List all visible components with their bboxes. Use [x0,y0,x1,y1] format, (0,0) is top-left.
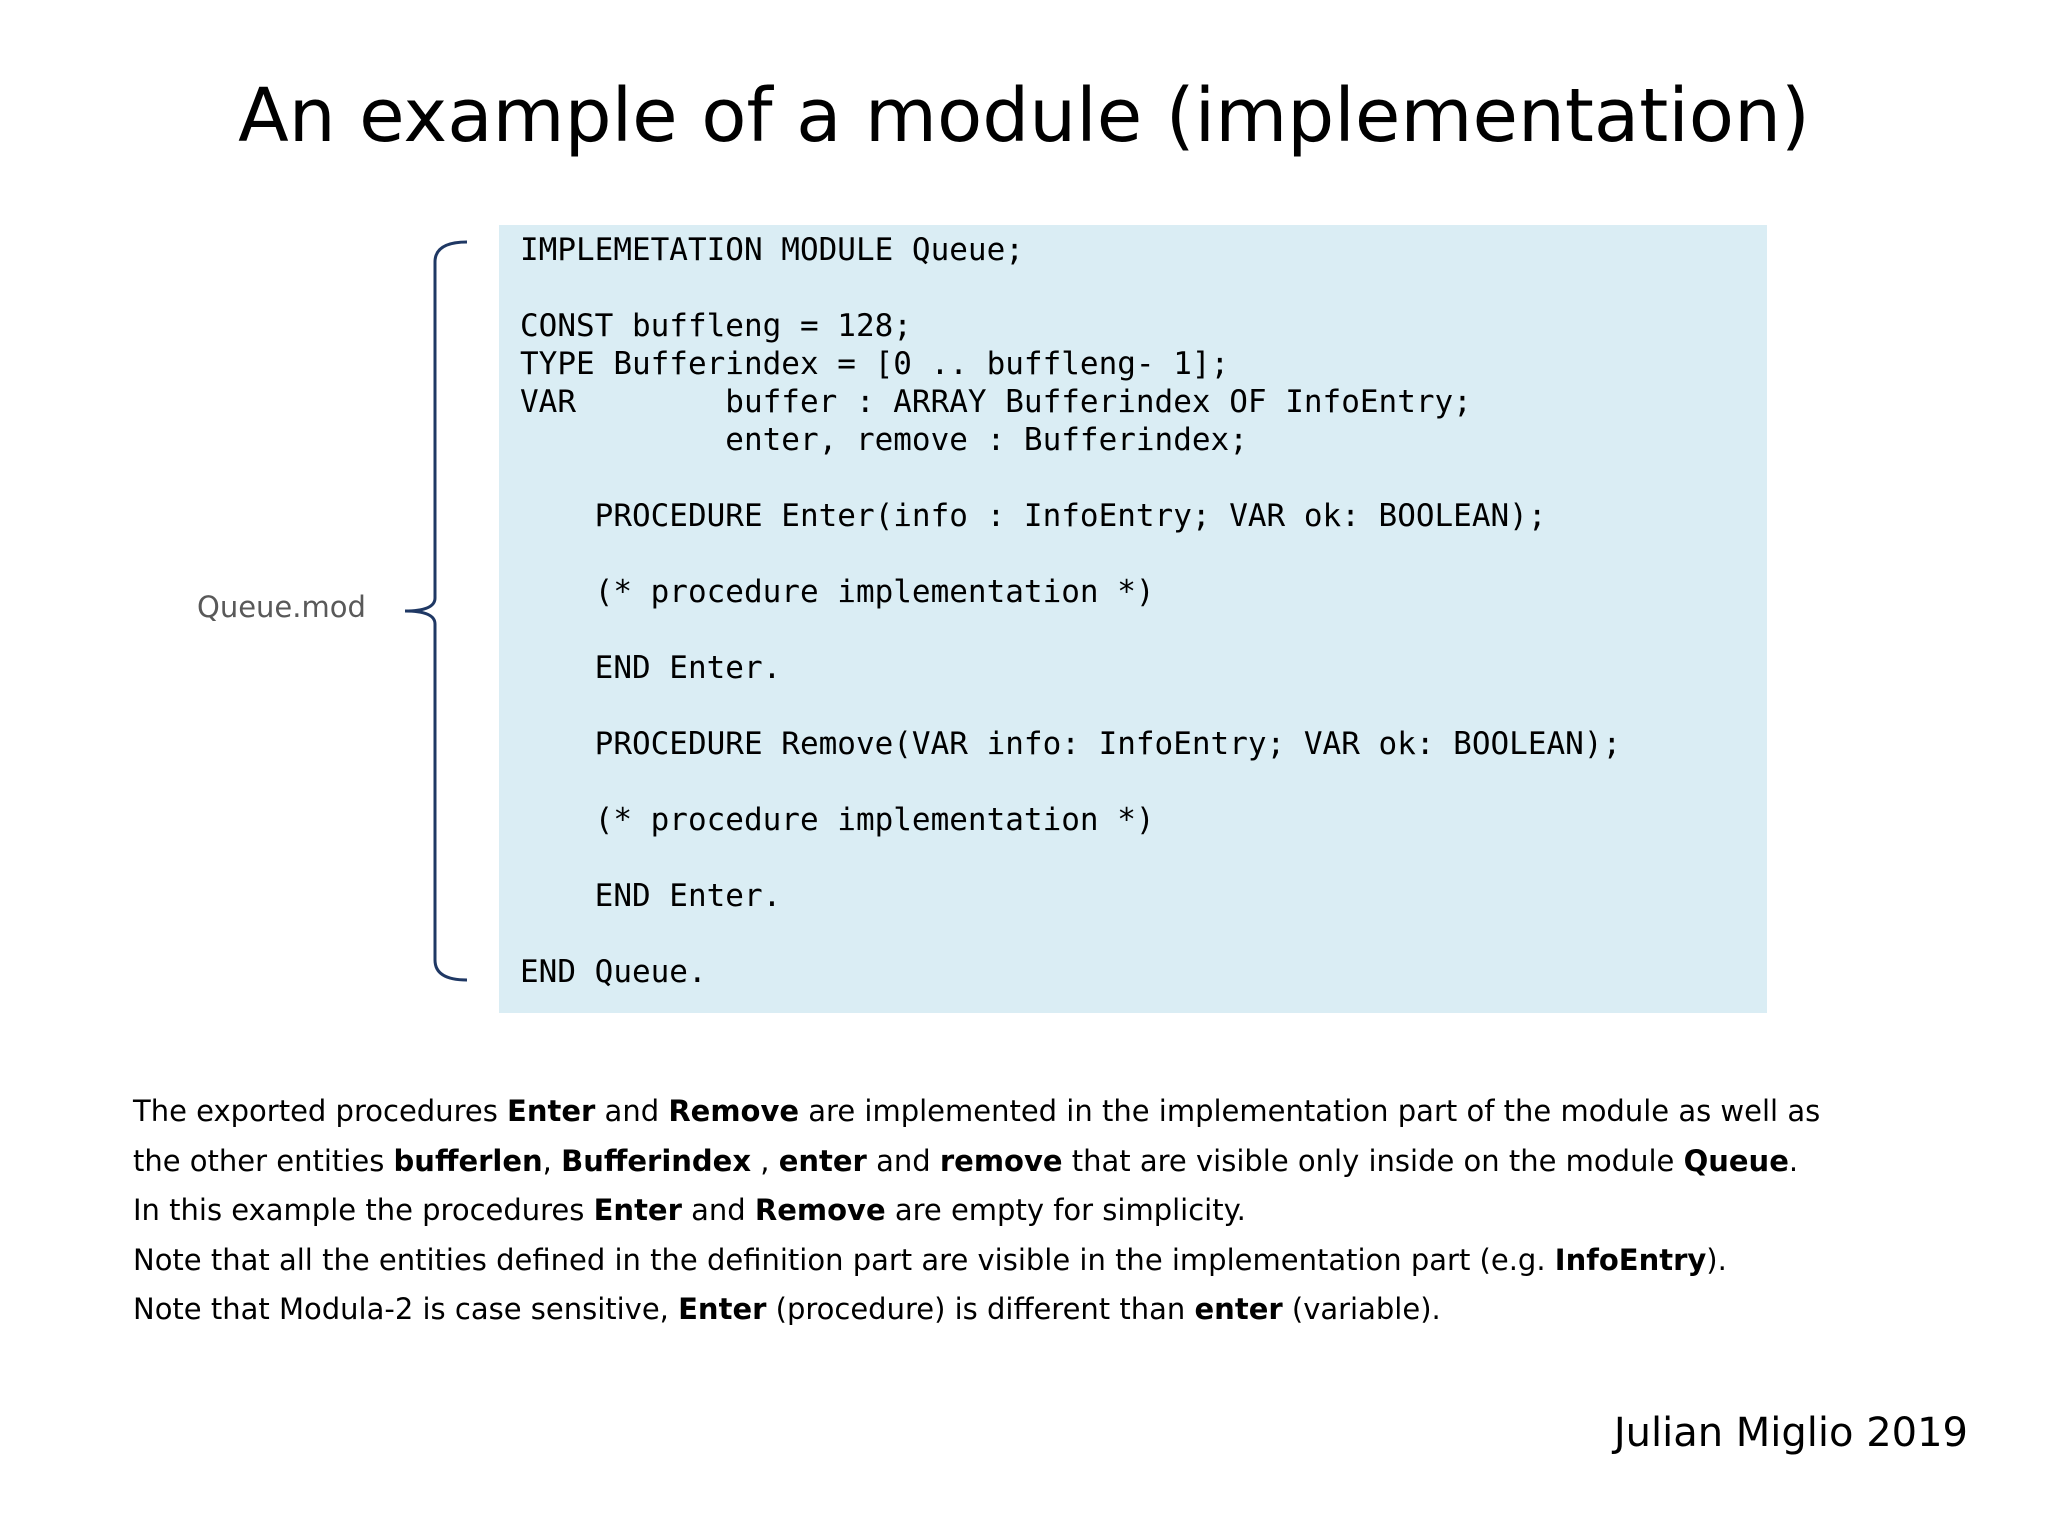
note-text: and [866,1143,940,1178]
note-keyword: Remove [754,1193,886,1227]
note-text: Note that all the entities defined in th… [133,1242,1555,1277]
note-text: Note that Modula-2 is case sensitive, [133,1292,679,1326]
code-line: END Enter. [520,878,782,914]
code-line: END Enter. [520,650,782,686]
slide-title: An example of a module (implementation) [238,73,1810,159]
note-line: In this example the procedures Enter and… [133,1186,1893,1236]
note-text: and [681,1193,755,1227]
note-text: (variable). [1282,1292,1441,1326]
note-text: and [595,1094,669,1128]
note-line: Note that all the entities defined in th… [133,1236,1893,1286]
code-line: PROCEDURE Remove(VAR info: InfoEntry; VA… [520,726,1622,762]
code-line: TYPE Bufferindex = [0 .. buffleng- 1]; [520,346,1230,382]
note-text: that are visible only inside on the modu… [1062,1143,1684,1178]
note-text: In this example the procedures [133,1193,594,1227]
note-line: The exported procedures Enter and Remove… [133,1087,1893,1137]
note-keyword: InfoEntry [1554,1242,1707,1277]
code-line: PROCEDURE Enter(info : InfoEntry; VAR ok… [520,498,1547,534]
note-keyword: bufferlen [393,1143,543,1178]
file-label: Queue.mod [197,590,366,624]
note-text: are empty for simplicity. [885,1193,1246,1227]
author-credit: Julian Miglio 2019 [1613,1410,1968,1456]
code-line: IMPLEMETATION MODULE Queue; [520,232,1024,268]
brace-icon [404,240,468,982]
note-text: the other entities [133,1143,394,1178]
code-line: VAR buffer : ARRAY Bufferindex OF InfoEn… [520,384,1472,420]
note-keyword: Remove [668,1094,800,1128]
code-line: END Queue. [520,954,707,990]
note-text: (procedure) is different than [766,1292,1195,1326]
note-keyword: remove [939,1143,1063,1178]
note-text: , [751,1143,779,1178]
code-block: IMPLEMETATION MODULE Queue; CONST bufflen… [499,225,1767,1013]
notes-text: The exported procedures Enter and Remove… [133,1087,1893,1335]
note-keyword: enter [1194,1292,1283,1326]
note-text: are implemented in the implementation pa… [799,1094,1821,1128]
note-text: , [542,1143,562,1178]
note-text: . [1788,1143,1799,1178]
code-line: CONST buffleng = 128; [520,308,912,344]
note-keyword: Enter [593,1193,682,1227]
note-line: the other entities bufferlen, Bufferinde… [133,1137,1893,1187]
code-line: (* procedure implementation *) [520,574,1155,610]
note-keyword: Queue [1683,1143,1789,1178]
code-line: enter, remove : Bufferindex; [520,422,1248,458]
note-keyword: enter [778,1143,867,1178]
note-line: Note that Modula-2 is case sensitive, En… [133,1285,1893,1335]
code-line: (* procedure implementation *) [520,802,1155,838]
note-text: The exported procedures [133,1094,508,1128]
note-keyword: Bufferindex [561,1143,752,1178]
note-text: ). [1706,1242,1727,1277]
note-keyword: Enter [507,1094,596,1128]
note-keyword: Enter [678,1292,767,1326]
